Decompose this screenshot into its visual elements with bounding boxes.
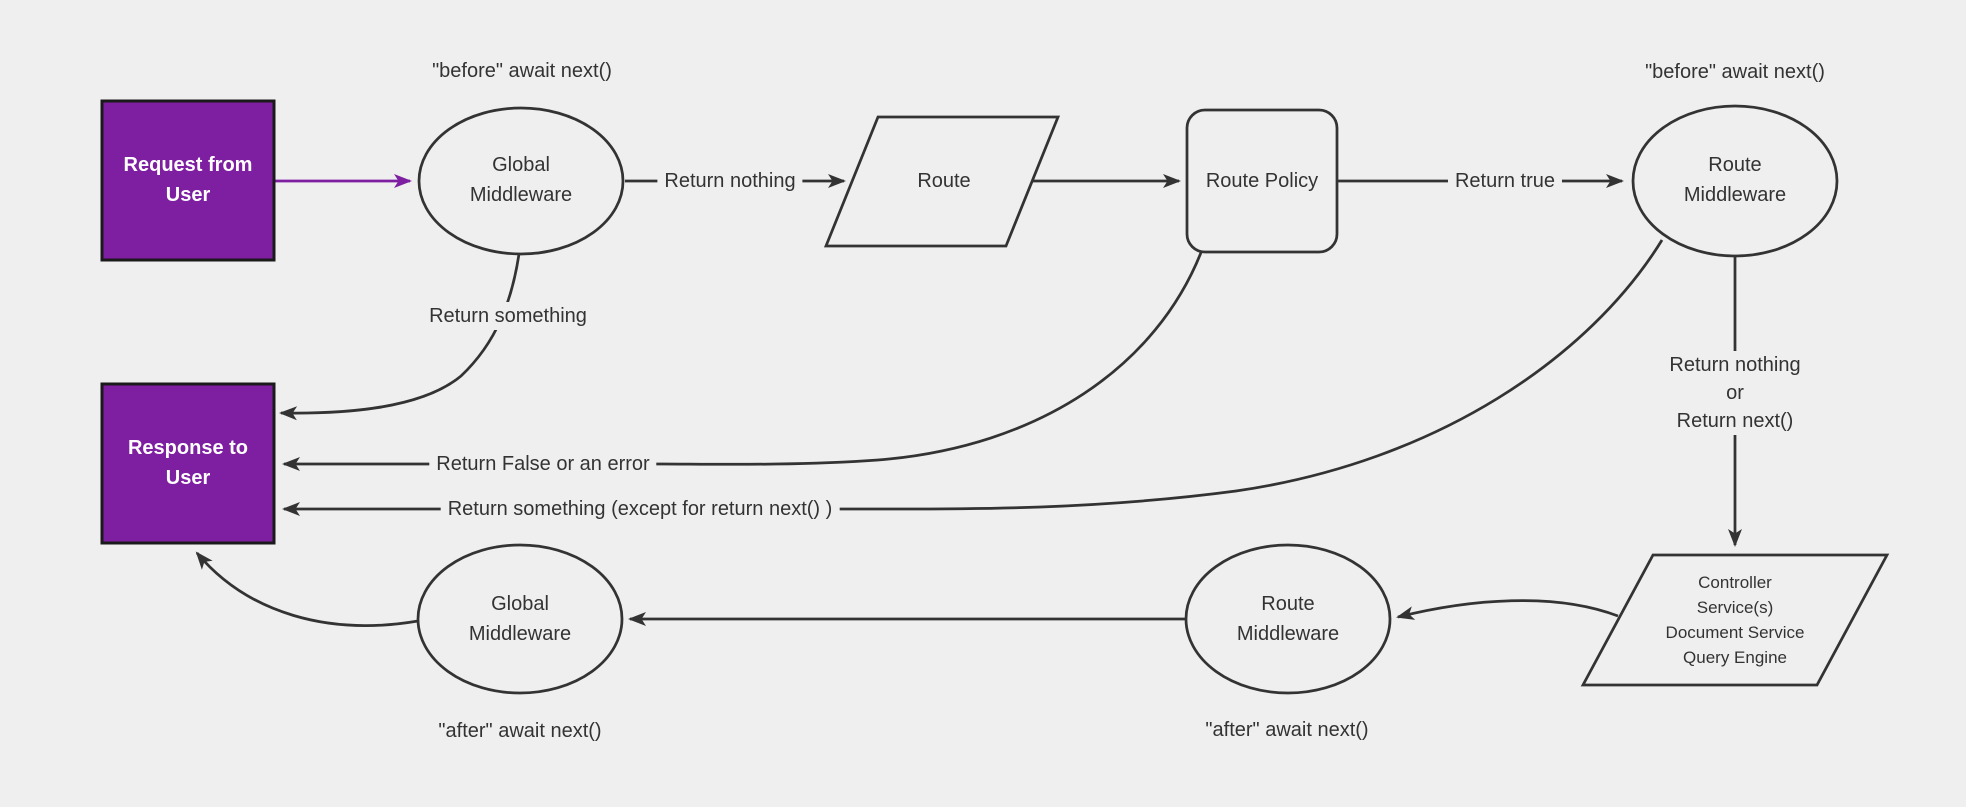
edge-return-false-to-response: [282, 249, 1204, 471]
route-policy-node: [1185, 108, 1339, 254]
controller-node: [1580, 553, 1890, 687]
after-await-next-left-annotation: "after" await next(): [438, 720, 602, 742]
route-middleware-bottom-label: Route Middleware: [1236, 593, 1340, 645]
edge-controller-to-route-middleware-bottom: [1396, 599, 1619, 620]
edge-global-middleware-bottom-to-response: [195, 551, 419, 627]
controller-label: Controller Service(s) Document Service Q…: [1665, 573, 1805, 667]
return-nothing-or-next-edge-label: Return nothing or Return next(): [1662, 351, 1808, 435]
return-nothing-edge-label: Return nothing: [657, 167, 803, 195]
before-await-next-left-annotation: "before" await next(): [432, 60, 612, 82]
global-middleware-bottom-node: [416, 543, 624, 695]
edge-return-something-except-to-response: [282, 239, 1664, 516]
request-user-node: [100, 99, 276, 262]
response-user-node: [100, 382, 276, 545]
route-node: [823, 115, 1061, 248]
request-user-label: Request from User: [123, 154, 253, 206]
route-middleware-top-node: [1631, 104, 1839, 258]
edge-return-something-to-response: [279, 253, 521, 421]
return-false-edge-label: Return False or an error: [429, 450, 657, 478]
after-await-next-right-annotation: "after" await next(): [1205, 719, 1369, 741]
before-await-next-right-annotation: "before" await next(): [1645, 61, 1825, 83]
response-user-label: Response to User: [127, 437, 249, 489]
route-middleware-top-label: Route Middleware: [1683, 154, 1787, 206]
global-middleware-top-label: Global Middleware: [469, 154, 573, 206]
return-something-except-edge-label: Return something (except for return next…: [440, 495, 840, 523]
route-label: Route: [917, 170, 971, 192]
global-middleware-bottom-label: Global Middleware: [468, 593, 572, 645]
route-policy-label: Route Policy: [1205, 170, 1319, 192]
global-middleware-top-node: [417, 106, 625, 256]
route-middleware-bottom-node: [1184, 543, 1392, 695]
return-something-edge-label: Return something: [422, 302, 594, 330]
return-true-edge-label: Return true: [1447, 167, 1563, 195]
